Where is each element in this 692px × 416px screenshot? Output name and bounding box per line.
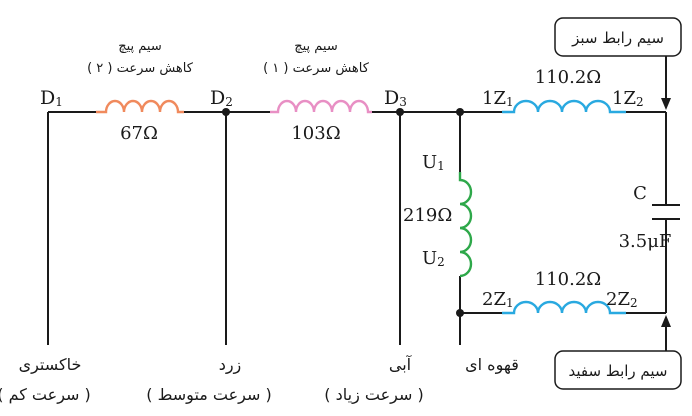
callout-green-box (554, 17, 682, 57)
callout-white-box (554, 350, 682, 390)
terminal-blue-speed: ( سرعت زیاد ) (324, 385, 423, 405)
callout-green-arrow-head (661, 98, 671, 110)
terminal-brown-color: قهوه ای (465, 355, 519, 375)
coil-speed2-name-label: کاهش سرعت ( ۲ ) (87, 61, 194, 76)
coil-main-top-winding (502, 99, 626, 114)
wiring (47, 111, 667, 345)
junction-brown-top (456, 108, 464, 116)
capacitor-name-label: C (633, 183, 647, 204)
coil-speed1 (270, 99, 372, 114)
junction-brown-bottom (456, 309, 464, 317)
callout-white-wire: سیم رابط سفید (554, 315, 682, 390)
coil-aux (458, 172, 473, 278)
coil-main-top-value-label: 110.2Ω (535, 67, 601, 88)
callout-green-text: سیم رابط سبز (571, 29, 664, 47)
capacitor (652, 204, 680, 220)
coil-main-bottom-value-label: 110.2Ω (535, 269, 601, 290)
terminal-gray-color: خاکستری (19, 355, 82, 375)
callout-green-wire: سیم رابط سبز (554, 17, 682, 110)
node-label-d2: D2 (210, 87, 233, 109)
coil-speed2 (96, 99, 184, 114)
coil-main-top-right-label: 1Z2 (612, 88, 644, 109)
coil-main-bottom (502, 300, 626, 315)
coil-main-bottom-winding (502, 300, 626, 315)
coil-aux-top-label: U1 (422, 152, 445, 173)
coil-aux-bottom-label: U2 (422, 248, 445, 269)
coil-aux-value-label: 219Ω (403, 205, 452, 226)
callout-white-text: سیم رابط سفید (569, 362, 668, 380)
node-label-d1: D1 (40, 87, 63, 109)
terminal-gray-speed: ( سرعت کم ) (0, 385, 91, 405)
coil-speed2-value-label: 67Ω (120, 123, 158, 144)
junction-d3 (396, 108, 404, 116)
coil-speed1-name-label: کاهش سرعت ( ۱ ) (263, 61, 370, 76)
terminal-blue-color: آبی (389, 355, 413, 374)
coil-aux-winding (458, 172, 473, 278)
coil-main-top-left-label: 1Z1 (482, 88, 514, 109)
coil-speed1-wire-label: سیم پیچ (294, 39, 338, 54)
coil-main-top (502, 99, 626, 114)
coil-speed1-value-label: 103Ω (291, 123, 340, 144)
junction-d2 (222, 108, 230, 116)
callout-white-arrow-head (661, 315, 671, 327)
coil-main-bottom-left-label: 2Z1 (482, 289, 514, 310)
capacitor-value-label: 3.5μF (619, 231, 672, 252)
node-label-d3: D3 (384, 87, 407, 109)
coil-speed2-winding (96, 99, 184, 114)
coil-speed1-winding (270, 99, 372, 114)
junctions (222, 108, 464, 317)
coil-speed2-wire-label: سیم پیچ (118, 39, 162, 54)
terminal-yellow-color: زرد (219, 355, 242, 375)
terminal-yellow-speed: ( سرعت متوسط ) (146, 385, 272, 405)
coil-main-bottom-right-label: 2Z2 (606, 289, 638, 310)
